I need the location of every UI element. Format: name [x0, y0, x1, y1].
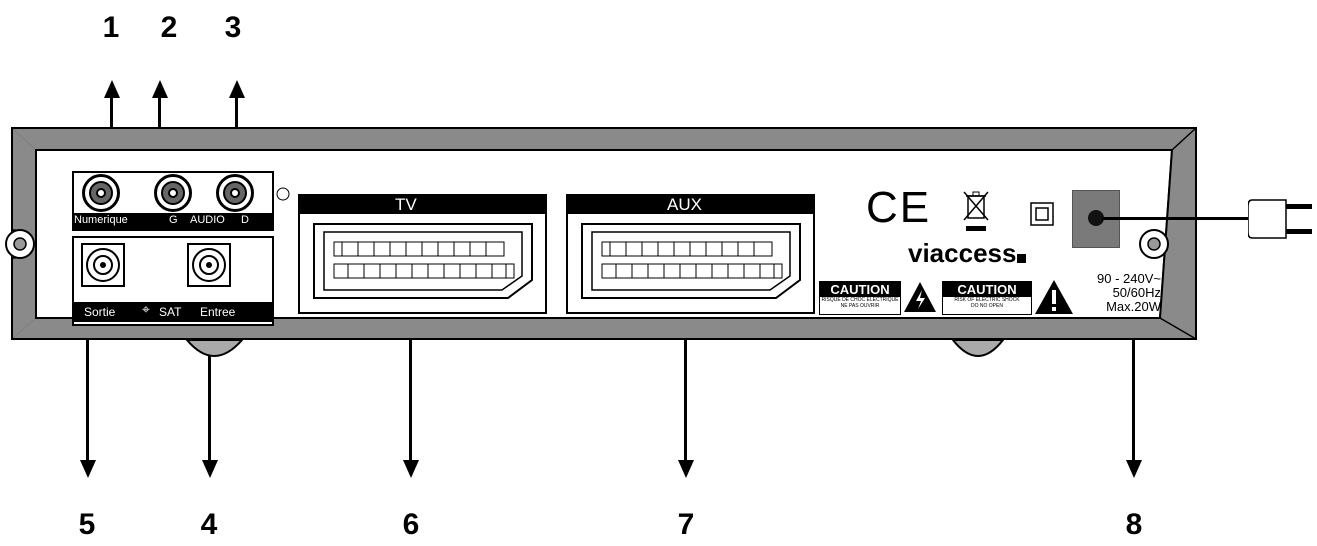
arrow-down-6 — [403, 460, 419, 478]
power-rating: 90 - 240V~ 50/60Hz Max.20W — [1077, 272, 1161, 314]
audio-d-label: D — [241, 214, 249, 226]
ce-mark: CE — [866, 183, 932, 232]
scart-tv-connector[interactable] — [310, 220, 536, 302]
callout-5: 5 — [78, 508, 96, 541]
scart-aux-label: AUX — [667, 195, 702, 214]
arrow-line-5 — [86, 322, 89, 462]
viaccess-logo: viaccess — [908, 238, 1017, 268]
sat-in-connector[interactable] — [187, 243, 231, 287]
audio-label: AUDIO — [190, 214, 225, 226]
sat-label: SAT — [159, 305, 182, 319]
audio-g-label: G — [169, 214, 178, 226]
power-frequency: 50/60Hz — [1112, 285, 1161, 300]
power-max: Max.20W — [1106, 299, 1161, 314]
entree-label: Entree — [200, 305, 236, 319]
arrow-up-3 — [229, 80, 245, 98]
satellite-dish-icon: ⌖ — [142, 301, 150, 317]
callout-8: 8 — [1125, 508, 1143, 541]
sat-out-connector[interactable] — [81, 243, 125, 287]
scart-tv-label: TV — [395, 195, 417, 214]
arrow-down-5 — [80, 460, 96, 478]
audio-left-jack[interactable] — [154, 174, 192, 212]
callout-6: 6 — [402, 508, 420, 541]
power-plug-icon — [1248, 199, 1312, 239]
audio-right-jack[interactable] — [216, 174, 254, 212]
callout-2: 2 — [160, 11, 178, 44]
caution-label-en: CAUTION RISK OF ELECTRIC SHOCK DO NO OPE… — [942, 281, 1032, 315]
arrow-line-7 — [684, 312, 687, 462]
arrow-line-4 — [208, 300, 211, 462]
callout-1: 1 — [102, 11, 120, 44]
sat-label-bar — [72, 302, 274, 322]
scart-aux-connector[interactable] — [578, 220, 804, 302]
arrow-down-7 — [678, 460, 694, 478]
caution-fr-line2: NE PAS OUVRIR — [840, 303, 880, 309]
arrow-line-8 — [1132, 226, 1135, 462]
weee-bin-icon — [963, 191, 989, 231]
callout-4: 4 — [200, 508, 218, 541]
arrow-down-4 — [202, 460, 218, 478]
double-insulation-icon — [1030, 202, 1054, 226]
numerique-label: Numerique — [74, 214, 128, 226]
scart-tv-label-bar — [298, 194, 547, 214]
caution-en-line1: RISK OF ELECTRIC SHOCK — [954, 297, 1020, 303]
viaccess-logo-square — [1017, 254, 1026, 263]
digital-audio-jack[interactable] — [82, 174, 120, 212]
caution-label-fr: CAUTION RISQUE DE CHOC ELECTRIQUE NE PAS… — [819, 281, 901, 315]
audio-label-bar — [72, 213, 274, 229]
callout-3: 3 — [224, 11, 242, 44]
caution-fr-line1: RISQUE DE CHOC ELECTRIQUE — [821, 297, 899, 303]
arrow-down-8 — [1126, 460, 1142, 478]
general-warning-icon — [1035, 280, 1073, 314]
arrow-up-2 — [152, 80, 168, 98]
electric-shock-warning-icon — [904, 282, 936, 312]
arrow-line-6 — [409, 312, 412, 462]
caution-en-line2: DO NO OPEN — [971, 303, 1003, 309]
sortie-label: Sortie — [84, 305, 116, 319]
scart-aux-label-bar — [566, 194, 815, 214]
caution-en-title: CAUTION — [943, 282, 1031, 297]
arrow-up-1 — [104, 80, 120, 98]
caution-fr-title: CAUTION — [820, 282, 900, 297]
power-voltage: 90 - 240V~ — [1097, 271, 1161, 286]
power-cord-entry — [1088, 210, 1104, 226]
callout-7: 7 — [677, 508, 695, 541]
power-cord-line — [1102, 217, 1252, 220]
